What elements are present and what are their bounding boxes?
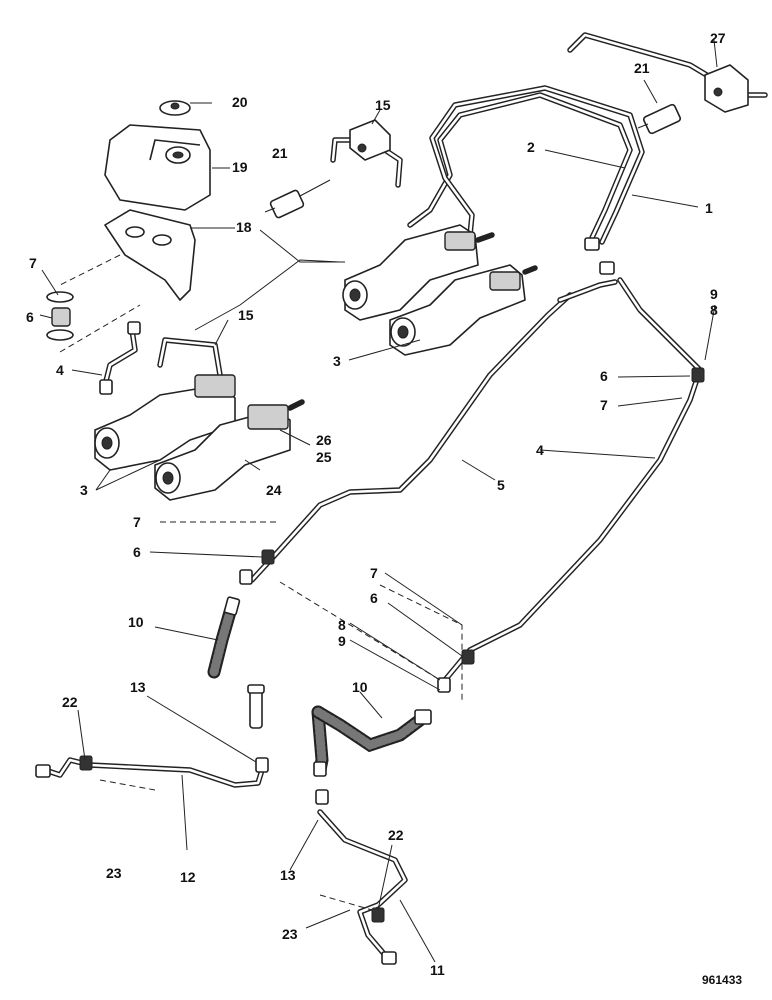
pipe-5 <box>249 279 618 583</box>
callout-8-lower: 8 <box>338 617 346 633</box>
callout-21-right: 21 <box>634 60 650 76</box>
callout-10-right: 10 <box>352 679 368 695</box>
callout-7-mid: 7 <box>133 514 141 530</box>
callout-24: 24 <box>266 482 282 498</box>
callout-13-left: 13 <box>130 679 146 695</box>
reservoir-19 <box>104 124 211 211</box>
pipe-4-long <box>442 277 703 683</box>
callout-9-lower: 9 <box>338 633 346 649</box>
callout-18: 18 <box>236 219 252 235</box>
master-cylinder-lower-a <box>94 374 236 471</box>
callout-labels: 1 2 3 3 4 4 5 6 6 6 6 7 7 7 7 8 8 9 9 10… <box>26 30 726 978</box>
callout-9-right: 9 <box>710 286 718 302</box>
pipe-clips <box>79 367 705 923</box>
brake-pipes <box>42 32 768 958</box>
callout-11: 11 <box>430 962 445 978</box>
callout-23-right: 23 <box>282 926 298 942</box>
switch-21-right <box>637 103 682 135</box>
callout-19: 19 <box>232 159 248 175</box>
callout-25: 25 <box>316 449 332 465</box>
pipe-11 <box>317 809 408 958</box>
callout-8-right: 8 <box>710 302 718 318</box>
callout-6-mid: 6 <box>133 544 141 560</box>
master-cylinders-upper <box>342 224 538 356</box>
flexible-hoses <box>207 596 432 777</box>
callout-22-right: 22 <box>388 827 404 843</box>
callout-7-right: 7 <box>600 397 608 413</box>
callout-2: 2 <box>527 139 535 155</box>
callout-12: 12 <box>180 869 196 885</box>
callout-20: 20 <box>232 94 248 110</box>
callout-26: 26 <box>316 432 332 448</box>
callout-15-left: 15 <box>238 307 254 323</box>
callout-6-right: 6 <box>600 368 608 384</box>
callout-4-left: 4 <box>56 362 64 378</box>
callout-10-left: 10 <box>128 614 144 630</box>
callout-15-upper: 15 <box>375 97 391 113</box>
drawing-number: 961433 <box>702 973 742 987</box>
callout-3-upper: 3 <box>333 353 341 369</box>
switch-21-upper <box>264 179 331 219</box>
leader-lines <box>39 39 718 963</box>
callout-1: 1 <box>705 200 713 216</box>
pipe-4-short <box>102 327 138 388</box>
callout-4-right: 4 <box>536 442 544 458</box>
pipe-12 <box>42 757 265 788</box>
bracket-18 <box>104 209 196 301</box>
callout-27: 27 <box>710 30 726 46</box>
seals-6-7 <box>46 291 74 341</box>
callout-6-lower: 6 <box>370 590 378 606</box>
master-cylinders-lower <box>94 374 305 501</box>
master-cylinder-lower-b <box>154 399 305 501</box>
callout-7-seal: 7 <box>29 255 37 271</box>
callout-3-lower: 3 <box>80 482 88 498</box>
pipe-unions <box>35 237 615 965</box>
callout-22-left: 22 <box>62 694 78 710</box>
callout-23-left: 23 <box>106 865 122 881</box>
tee-block-15 <box>349 119 391 161</box>
callout-5: 5 <box>497 477 505 493</box>
callout-6-seal: 6 <box>26 309 34 325</box>
callout-21-upper: 21 <box>272 145 288 161</box>
callout-7-lower: 7 <box>370 565 378 581</box>
hose-10-left <box>207 596 265 729</box>
master-cylinder-upper-b <box>389 264 538 356</box>
cap-20 <box>159 100 191 116</box>
pipe-1-and-2 <box>407 85 645 245</box>
hose-10-right <box>311 705 432 777</box>
callout-13-right: 13 <box>280 867 296 883</box>
junction-block-27 <box>704 64 749 113</box>
master-cylinder-upper-a <box>342 224 495 321</box>
